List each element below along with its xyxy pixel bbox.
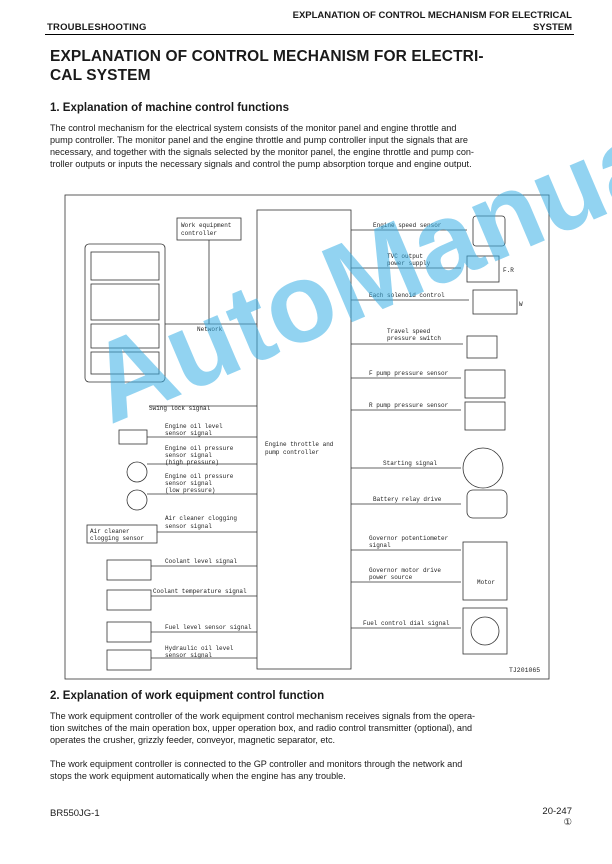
- label-gov-motor-1: Governor motor drive: [369, 567, 441, 574]
- footer-model: BR550JG-1: [50, 808, 100, 819]
- header-title-line1: EXPLANATION OF CONTROL MECHANISM FOR ELE…: [292, 10, 572, 21]
- label-engine-speed: Engine speed sensor: [373, 222, 442, 229]
- label-tvc-2: power supply: [387, 260, 431, 267]
- label-swing-lock: Swing lock signal: [149, 405, 211, 412]
- label-work-controller-1: Work equipment: [181, 222, 231, 229]
- label-eng-oil-press-high-1: Engine oil pressure: [165, 445, 234, 452]
- label-air-sensor-2: clogging sensor: [90, 535, 144, 542]
- label-coolant-level: Coolant level signal: [165, 558, 237, 565]
- section2-paragraph2: The work equipment controller is connect…: [50, 758, 572, 782]
- section1-line: troller outputs or inputs the necessary …: [50, 159, 472, 169]
- header-rule: [45, 34, 574, 35]
- label-gov-pot-2: signal: [369, 542, 391, 549]
- section1-paragraph: The control mechanism for the electrical…: [50, 122, 572, 170]
- label-w: W: [519, 301, 523, 308]
- label-f-pump: F pump pressure sensor: [369, 370, 449, 377]
- label-air-sensor-1: Air cleaner: [90, 528, 130, 535]
- label-hyd-oil-2: sensor signal: [165, 652, 212, 659]
- controller-box: [256, 209, 352, 670]
- label-fuel-dial: Fuel control dial signal: [363, 620, 450, 627]
- label-controller-2: pump controller: [265, 449, 319, 456]
- label-air-clog-2: sensor signal: [165, 523, 212, 530]
- label-eng-oil-press-low-1: Engine oil pressure: [165, 473, 234, 480]
- label-eng-oil-press-high-2: sensor signal: [165, 452, 212, 459]
- monitor-panel: [84, 243, 166, 383]
- section2-line: The work equipment controller is connect…: [50, 759, 463, 769]
- header-title: EXPLANATION OF CONTROL MECHANISM FOR ELE…: [212, 10, 572, 34]
- diagram-frame: [64, 194, 550, 680]
- label-hyd-oil-1: Hydraulic oil level: [165, 645, 234, 652]
- label-eng-oil-press-low-2: sensor signal: [165, 480, 212, 487]
- label-eng-oil-press-high-3: (high pressure): [165, 459, 219, 466]
- section1-line: necessary, and together with the signals…: [50, 147, 474, 157]
- label-gov-motor-2: power source: [369, 574, 413, 581]
- header-title-line2: SYSTEM: [532, 22, 572, 33]
- section2-line: operates the crusher, grizzly feeder, co…: [50, 735, 336, 745]
- label-motor: Motor: [477, 579, 495, 586]
- page-title-line1: EXPLANATION OF CONTROL MECHANISM FOR ELE…: [50, 48, 484, 65]
- section1-line: pump controller. The monitor panel and t…: [50, 135, 468, 145]
- label-r-pump: R pump pressure sensor: [369, 402, 449, 409]
- footer-revision: ①: [563, 817, 572, 828]
- section1-heading: 1. Explanation of machine control functi…: [50, 102, 289, 114]
- footer-page-number: 20-247: [542, 806, 572, 817]
- footer-page: 20-247 ①: [542, 806, 572, 828]
- label-eng-oil-level-1: Engine oil level: [165, 423, 223, 430]
- page-title: EXPLANATION OF CONTROL MECHANISM FOR ELE…: [50, 47, 570, 85]
- label-eng-oil-press-low-3: (low pressure): [165, 487, 215, 494]
- label-coolant-temp: Coolant temperature signal: [153, 588, 247, 595]
- label-tvc-1: TVC output: [387, 253, 423, 260]
- label-controller-1: Engine throttle and: [265, 441, 334, 448]
- section2-line: tion switches of the main operation box,…: [50, 723, 473, 733]
- label-travel-2: pressure switch: [387, 335, 441, 342]
- diagram-code: TJ201065: [509, 667, 540, 674]
- diagram-labels: Work equipment controller Network Swing …: [90, 222, 540, 674]
- label-eng-oil-level-2: sensor signal: [165, 430, 212, 437]
- page-title-line2: CAL SYSTEM: [50, 67, 151, 84]
- header-section: TROUBLESHOOTING: [47, 22, 147, 33]
- label-air-clog-1: Air cleaner clogging: [165, 515, 237, 522]
- label-travel-1: Travel speed: [387, 328, 431, 335]
- label-gov-pot-1: Governor potentiometer: [369, 535, 449, 542]
- label-fr: F.R: [503, 267, 514, 274]
- section2-line: The work equipment controller of the wor…: [50, 711, 476, 721]
- label-fuel-level: Fuel level sensor signal: [165, 624, 252, 631]
- section1-line: The control mechanism for the electrical…: [50, 123, 457, 133]
- section2-heading: 2. Explanation of work equipment control…: [50, 690, 325, 702]
- label-battery: Battery relay drive: [373, 496, 442, 503]
- label-work-controller-2: controller: [181, 230, 217, 237]
- label-solenoid: Each solenoid control: [369, 292, 445, 299]
- control-diagram: Work equipment controller Network Swing …: [64, 194, 550, 680]
- label-network: Network: [197, 326, 223, 333]
- section2-line: stops the work equipment automatically w…: [50, 771, 346, 781]
- label-starting: Starting signal: [383, 460, 437, 467]
- section2-paragraph1: The work equipment controller of the wor…: [50, 710, 572, 746]
